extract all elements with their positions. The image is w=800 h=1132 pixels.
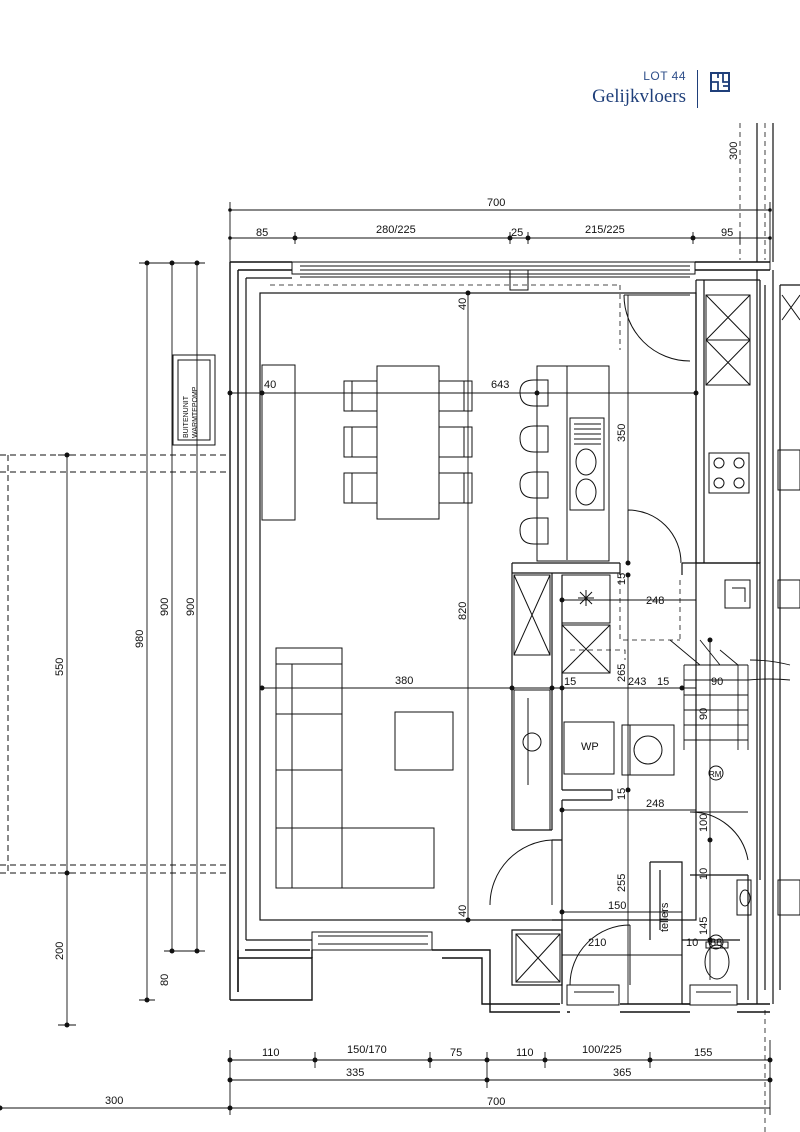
dimension-ticks <box>0 235 773 1111</box>
dim-145: 145 <box>698 917 710 935</box>
dim-left-980: 980 <box>134 630 146 648</box>
dim-left-900b: 900 <box>185 598 197 616</box>
furniture <box>261 294 800 983</box>
dim-15-b: 15 <box>564 676 576 688</box>
dim-243: 243 <box>628 676 646 688</box>
dim-15-d: 15 <box>616 788 628 800</box>
heat-pump-label: WARMTEPOMP <box>192 386 199 438</box>
dim-380: 380 <box>395 675 413 687</box>
dim-left-80: 80 <box>159 974 171 986</box>
dim-10-b: 10 <box>686 937 698 949</box>
dim-bot-335: 335 <box>346 1067 364 1079</box>
dim-top-215-225: 215/225 <box>585 224 625 236</box>
dim-bot-365: 365 <box>613 1067 631 1079</box>
dim-top-95: 95 <box>721 227 733 239</box>
dim-bot-300: 300 <box>105 1095 123 1107</box>
header-divider <box>697 70 698 108</box>
dimension-lines <box>0 202 772 1115</box>
lot-number: LOT 44 <box>643 69 686 83</box>
terrace <box>0 454 230 874</box>
neighbour-walls <box>756 123 800 1004</box>
dim-bot-700: 700 <box>487 1096 505 1108</box>
dim-100: 100 <box>698 814 710 832</box>
dim-top-85: 85 <box>256 227 268 239</box>
dim-248-a: 248 <box>646 595 664 607</box>
dim-88: 88 <box>710 937 722 949</box>
dim-40-bottom: 40 <box>457 905 469 917</box>
dim-248-b: 248 <box>646 798 664 810</box>
dim-top-total: 700 <box>487 197 505 209</box>
dim-bot-110b: 110 <box>516 1047 534 1059</box>
dim-bot-155: 155 <box>694 1047 712 1059</box>
symbols <box>578 590 724 950</box>
outdoor-unit <box>172 354 216 446</box>
dim-bot-75: 75 <box>450 1047 462 1059</box>
dim-150: 150 <box>608 900 626 912</box>
heat-pump-wp-label: WP <box>581 741 599 753</box>
dim-top-25: 25 <box>511 227 523 239</box>
dim-left-550: 550 <box>54 658 66 676</box>
doors <box>489 294 749 986</box>
dim-40-top: 40 <box>457 298 469 310</box>
inner-walls <box>245 277 761 1005</box>
dim-bot-150-170: 150/170 <box>347 1044 387 1056</box>
floor-title: Gelijkvloers <box>592 86 686 107</box>
dim-left-200: 200 <box>54 942 66 960</box>
dim-210: 210 <box>588 937 606 949</box>
dim-bot-100-225: 100/225 <box>582 1044 622 1056</box>
meters-label: tellers <box>659 902 671 932</box>
dim-643: 643 <box>491 379 509 391</box>
windows <box>291 261 738 1006</box>
dim-90-b: 90 <box>698 708 710 720</box>
dimension-labels: 700 85 280/225 25 215/225 95 300 980 900… <box>54 142 740 1108</box>
dim-bot-110a: 110 <box>262 1047 280 1059</box>
floorplan-icon <box>710 72 730 92</box>
dim-10-a: 10 <box>698 868 710 880</box>
dim-350: 350 <box>616 424 628 442</box>
dim-255: 255 <box>616 874 628 892</box>
dim-90-a: 90 <box>711 676 723 688</box>
dim-left-900a: 900 <box>159 598 171 616</box>
outer-walls <box>229 261 770 1013</box>
dim-265: 265 <box>616 664 628 682</box>
dim-15-a: 15 <box>616 573 628 585</box>
dim-15-c: 15 <box>657 676 669 688</box>
dim-right-300: 300 <box>728 142 740 160</box>
outdoor-unit-label: BUITENUNIT <box>183 395 190 438</box>
dim-top-280-225: 280/225 <box>376 224 416 236</box>
dim-40-left: 40 <box>264 379 276 391</box>
dim-820: 820 <box>457 602 469 620</box>
dim-rm: RM <box>709 770 722 779</box>
